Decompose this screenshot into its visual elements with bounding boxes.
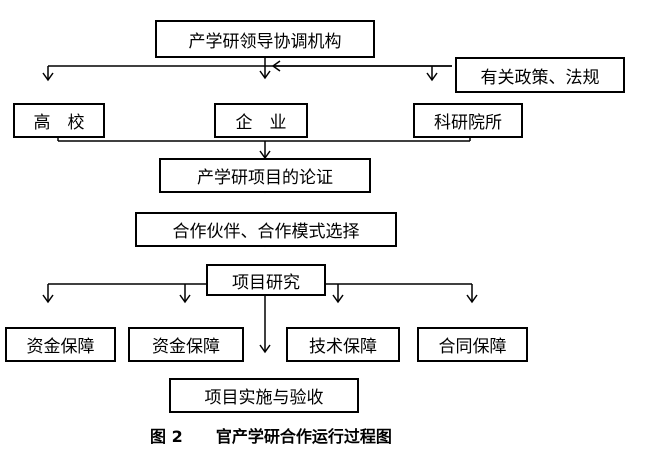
node-funding-b: 资金保障	[128, 327, 244, 362]
figure-caption: 图 2 官产学研合作运行过程图	[150, 423, 510, 447]
node-funding-a: 资金保障	[5, 327, 116, 362]
node-policies: 有关政策、法规	[455, 57, 625, 93]
node-partner-selection: 合作伙伴、合作模式选择	[135, 212, 397, 247]
node-implementation: 项目实施与验收	[169, 378, 359, 413]
figure-title: 官产学研合作运行过程图	[215, 427, 392, 446]
node-research: 项目研究	[206, 264, 326, 296]
node-coordination: 产学研领导协调机构	[155, 20, 375, 58]
node-institutes: 科研院所	[413, 103, 523, 138]
node-tech: 技术保障	[286, 327, 400, 362]
node-contract: 合同保障	[417, 327, 528, 362]
node-demonstration: 产学研项目的论证	[159, 158, 371, 193]
node-universities: 高 校	[13, 103, 105, 138]
node-enterprises: 企 业	[214, 103, 308, 138]
figure-number: 图 2	[150, 427, 183, 446]
